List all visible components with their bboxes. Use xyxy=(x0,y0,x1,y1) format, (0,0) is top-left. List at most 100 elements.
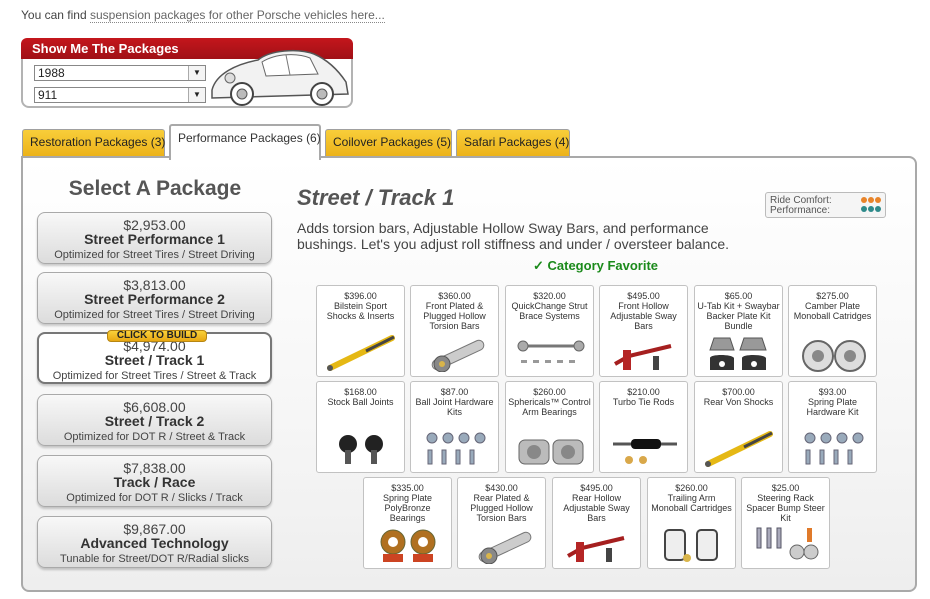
other-vehicles-link[interactable]: suspension packages for other Porsche ve… xyxy=(89,8,385,23)
product-name: QuickChange Strut Brace Systems xyxy=(511,301,588,321)
click-to-build-badge[interactable]: CLICK TO BUILD xyxy=(107,330,207,342)
sway-bar-icon xyxy=(567,536,625,562)
package-price: $2,953.00 xyxy=(123,217,186,233)
package-subtitle: Optimized for Street Tires / Street Driv… xyxy=(54,309,255,321)
product-price: $260.00 xyxy=(675,483,708,493)
product-price: $168.00 xyxy=(344,387,377,397)
model-value: 911 xyxy=(38,88,58,102)
product-price: $93.00 xyxy=(818,387,847,397)
category-favorite-label: ✓ Category Favorite xyxy=(533,258,659,273)
tab-restoration[interactable]: Restoration Packages (3) xyxy=(22,129,165,157)
product-price: $87.00 xyxy=(440,387,469,397)
ball-joint-icon xyxy=(339,435,383,464)
year-select[interactable]: 1988 ▼ xyxy=(34,65,206,81)
package-name: Street Performance 2 xyxy=(84,291,225,307)
product-name: Camber Plate Monoball Catridges xyxy=(793,301,872,321)
chevron-down-icon[interactable]: ▼ xyxy=(188,88,205,102)
comfort-dot-icon xyxy=(868,197,874,203)
package-name: Advanced Technology xyxy=(80,535,229,551)
hardware-kit-icon xyxy=(804,432,864,465)
package-price: $9,867.00 xyxy=(123,521,186,537)
package-detail-title: Street / Track 1 xyxy=(297,185,455,210)
select-package-heading: Select A Package xyxy=(68,177,242,200)
model-select[interactable]: 911 ▼ xyxy=(34,87,206,103)
plate-kit-icon xyxy=(709,337,767,370)
shock-icon xyxy=(327,335,395,371)
year-value: 1988 xyxy=(38,66,65,80)
intro-prefix: You can find xyxy=(21,8,87,22)
product-name: Turbo Tie Rods xyxy=(612,397,675,407)
package-price: $3,813.00 xyxy=(123,277,186,293)
torsion-bar-icon xyxy=(478,531,532,564)
package-street-track-1[interactable]: CLICK TO BUILD $4,974.00 Street / Track … xyxy=(37,330,272,384)
package-street-track-2[interactable]: $6,608.00 Street / Track 2 Optimized for… xyxy=(37,394,272,446)
package-price: $7,838.00 xyxy=(123,460,186,476)
product-name: Trailing Arm Monoball Cartridges xyxy=(651,493,732,513)
product-price: $396.00 xyxy=(344,291,377,301)
package-name: Track / Race xyxy=(113,474,196,490)
package-subtitle: Optimized for DOT R / Street & Track xyxy=(63,431,246,443)
product-name: Steering Rack Spacer Bump Steer Kit xyxy=(746,493,825,523)
tab-safari[interactable]: Safari Packages (4) xyxy=(456,129,570,157)
product-name: Rear Plated & Plugged Hollow Torsion Bar… xyxy=(470,493,533,523)
package-subtitle: Optimized for Street Tires / Street & Tr… xyxy=(52,370,257,382)
product-name: Front Hollow Adjustable Sway Bars xyxy=(610,301,677,331)
product-name: Ball Joint Hardware Kits xyxy=(415,397,494,417)
strut-brace-icon xyxy=(517,340,585,363)
intro-text: You can find suspension packages for oth… xyxy=(21,8,385,23)
product-name: Rear Hollow Adjustable Sway Bars xyxy=(563,493,630,523)
package-advanced-technology[interactable]: $9,867.00 Advanced Technology Tunable fo… xyxy=(37,516,272,568)
product-price: $495.00 xyxy=(580,483,613,493)
porsche-car-icon xyxy=(211,49,349,106)
product-price: $260.00 xyxy=(533,387,566,397)
product-name: Sphericals™ Control Arm Bearings xyxy=(508,397,591,417)
product-name: Front Plated & Plugged Hollow Torsion Ba… xyxy=(423,301,486,331)
package-street-performance-1[interactable]: $2,953.00 Street Performance 1 Optimized… xyxy=(37,212,272,264)
product-name: Bilstein Sport Shocks & Inserts xyxy=(326,301,395,321)
comfort-dot-icon xyxy=(875,197,881,203)
product-name: Spring Plate PolyBronze Bearings xyxy=(382,493,433,523)
product-price: $275.00 xyxy=(816,291,849,301)
tab-coilover[interactable]: Coilover Packages (5) xyxy=(325,129,452,157)
product-price: $700.00 xyxy=(722,387,755,397)
package-name: Street / Track 1 xyxy=(104,352,205,368)
product-price: $495.00 xyxy=(627,291,660,301)
package-street-performance-2[interactable]: $3,813.00 Street Performance 2 Optimized… xyxy=(37,272,272,324)
spacer-kit-icon xyxy=(756,527,819,560)
package-track-race[interactable]: $7,838.00 Track / Race Optimized for DOT… xyxy=(37,455,272,507)
chevron-down-icon[interactable]: ▼ xyxy=(188,66,205,80)
tab-performance[interactable]: Performance Packages (6) xyxy=(169,124,321,160)
cartridge-icon xyxy=(664,529,718,562)
product-price: $65.00 xyxy=(724,291,753,301)
package-finder: Show Me The Packages 1988 ▼ 911 ▼ xyxy=(21,38,353,108)
sway-bar-icon xyxy=(614,344,672,370)
product-name: U-Tab Kit + Swaybar Backer Plate Kit Bun… xyxy=(697,301,780,331)
product-price: $430.00 xyxy=(485,483,518,493)
product-price: $320.00 xyxy=(533,291,566,301)
bronze-bearing-icon xyxy=(380,529,436,562)
product-name: Stock Ball Joints xyxy=(327,397,394,407)
ride-comfort-label: Ride Comfort: xyxy=(770,195,832,206)
performance-dot-icon xyxy=(875,206,881,212)
package-name: Street / Track 2 xyxy=(104,413,205,429)
monoball-icon xyxy=(802,340,866,372)
product-price: $25.00 xyxy=(771,483,800,493)
package-name: Street Performance 1 xyxy=(84,231,225,247)
